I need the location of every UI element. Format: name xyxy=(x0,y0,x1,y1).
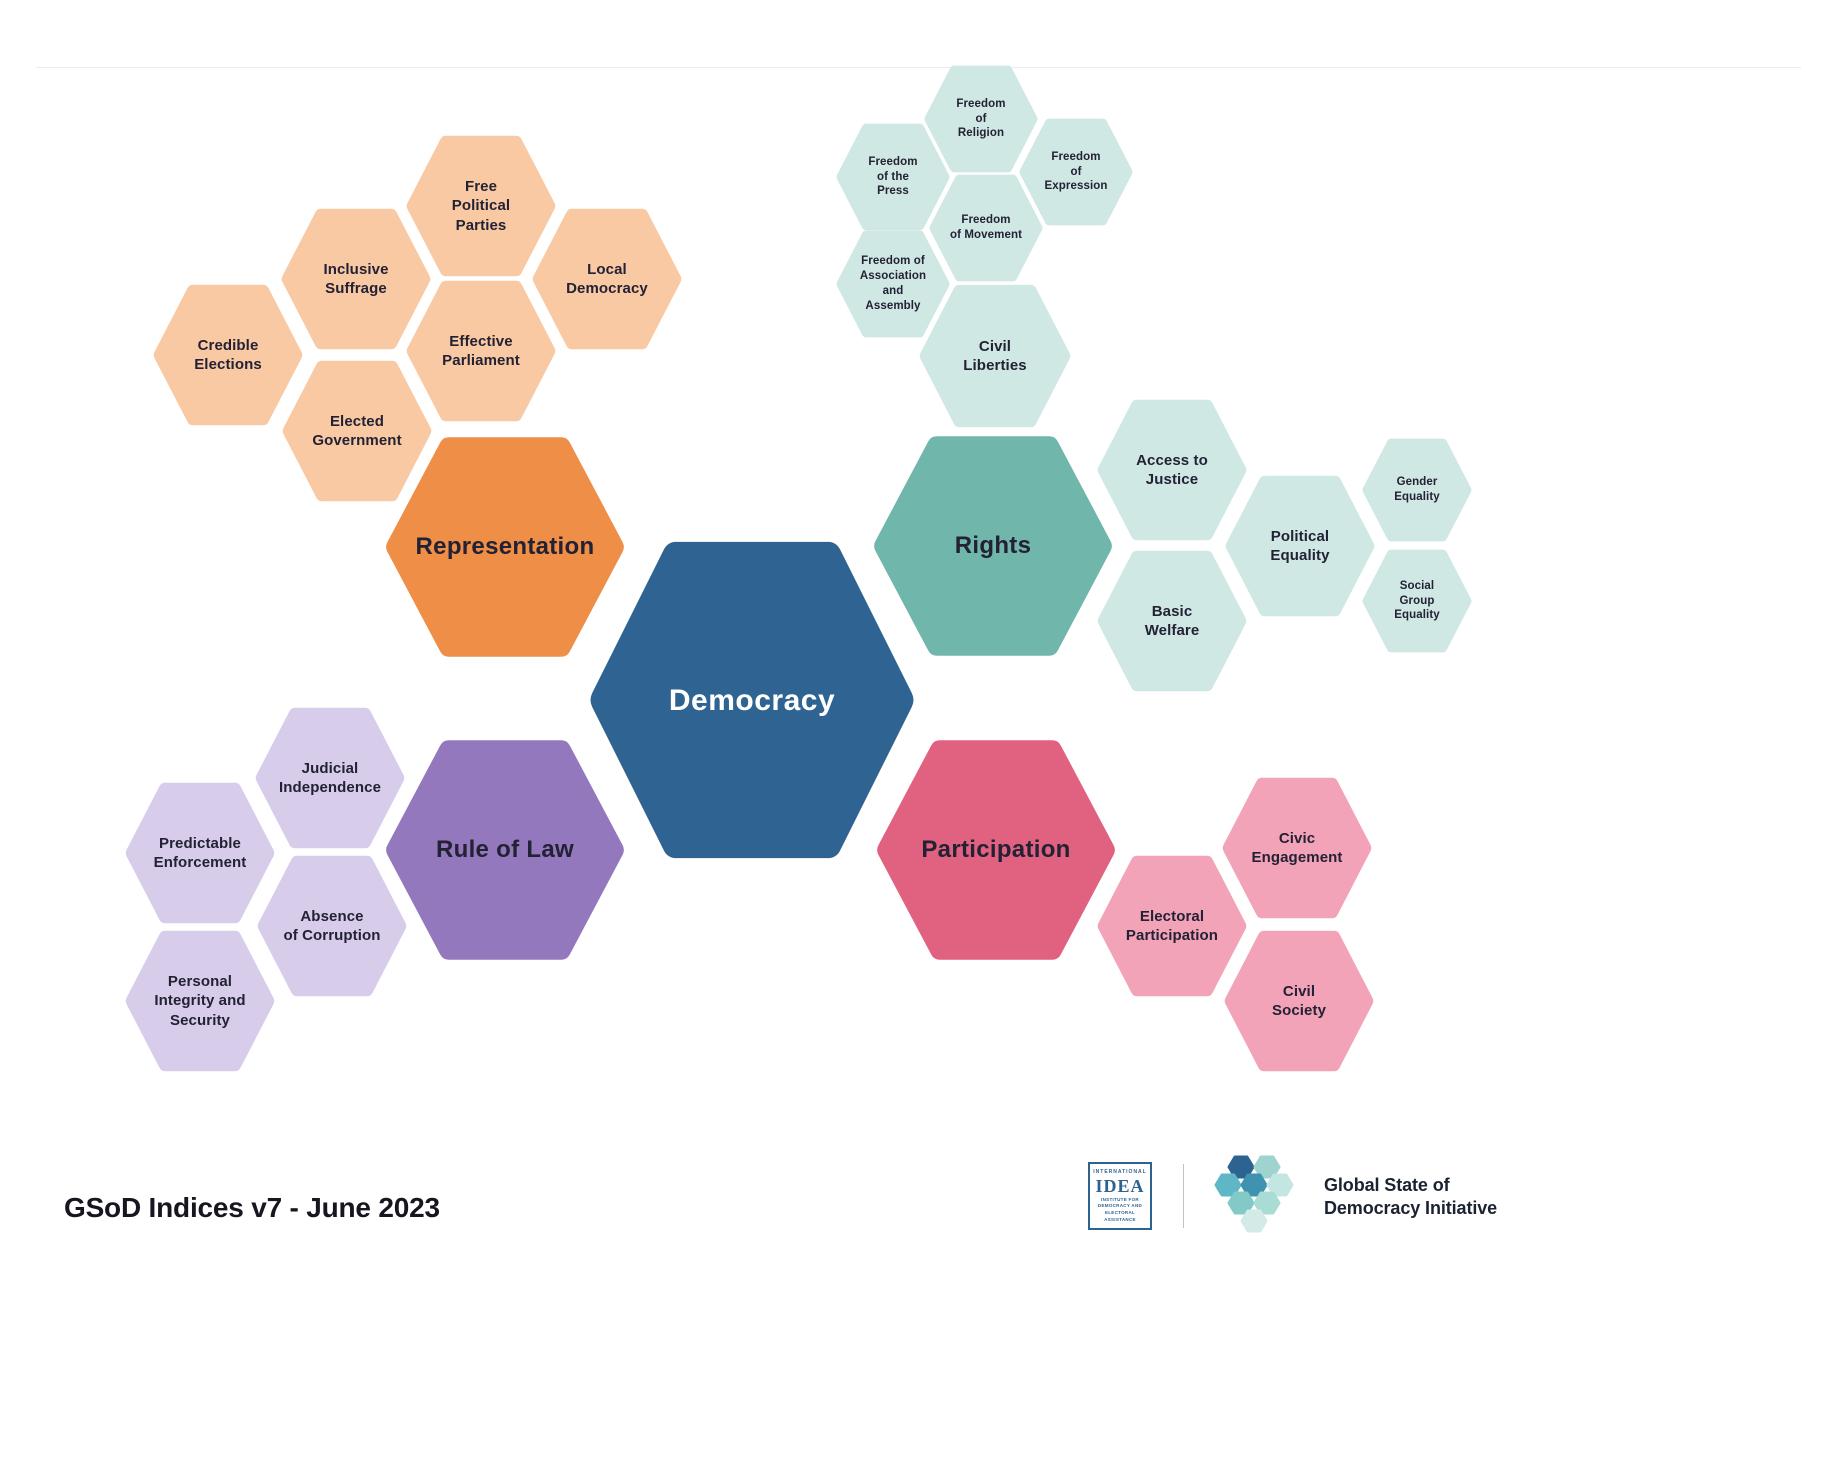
hex-credible-elections-label: Credible Elections xyxy=(194,336,262,374)
hex-freedom-of-religion: Freedom of Religion xyxy=(924,65,1038,173)
hex-rule-of-law: Rule of Law xyxy=(385,739,625,961)
idea-logo-top-text: INTERNATIONAL xyxy=(1093,1168,1147,1175)
hex-electoral-participation: Electoral Participation xyxy=(1097,855,1247,997)
hex-freedom-of-movement-label: Freedom of Movement xyxy=(949,214,1023,241)
hex-representation: Representation xyxy=(385,436,625,658)
gsod-logo-text: Global State of Democracy Initiative xyxy=(1324,1175,1498,1218)
hex-local-democracy-label: Local Democracy xyxy=(566,260,648,298)
hex-rights: Rights xyxy=(873,435,1113,657)
hex-elected-government: Elected Government xyxy=(282,360,432,502)
hex-personal-integrity-and-security-label: Personal Integrity and Security xyxy=(154,972,246,1029)
hex-electoral-participation-label: Electoral Participation xyxy=(1125,907,1219,945)
hex-effective-parliament-label: Effective Parliament xyxy=(442,332,520,370)
hex-civil-liberties: Civil Liberties xyxy=(919,284,1071,428)
hex-freedom-of-movement: Freedom of Movement xyxy=(929,174,1043,282)
hex-access-to-justice-label: Access to Justice xyxy=(1136,451,1208,489)
hex-freedom-of-expression-label: Freedom of Expression xyxy=(1044,150,1108,193)
hex-predictable-enforcement-label: Predictable Enforcement xyxy=(153,834,247,872)
hex-freedom-of-expression: Freedom of Expression xyxy=(1019,118,1133,226)
gsod-hexagon-logo-icon xyxy=(1214,1155,1294,1233)
hex-basic-welfare-label: Basic Welfare xyxy=(1144,602,1200,640)
idea-logo-sub-text: INSTITUTE FOR DEMOCRACY AND ELECTORAL AS… xyxy=(1097,1196,1143,1222)
hex-rights-label: Rights xyxy=(954,532,1032,560)
hex-civic-engagement-label: Civic Engagement xyxy=(1251,829,1343,867)
hex-effective-parliament: Effective Parliament xyxy=(406,280,556,422)
hex-civil-society-label: Civil Society xyxy=(1271,982,1327,1020)
hex-representation-label: Representation xyxy=(415,533,595,561)
hex-absence-of-corruption: Absence of Corruption xyxy=(257,855,407,997)
hex-gender-equality-label: Gender Equality xyxy=(1394,476,1440,503)
hex-civic-engagement: Civic Engagement xyxy=(1222,777,1372,919)
footer-caption: GSoD Indices v7 - June 2023 xyxy=(64,1192,440,1223)
hex-personal-integrity-and-security: Personal Integrity and Security xyxy=(125,930,275,1072)
logo-divider xyxy=(1183,1164,1184,1228)
hex-civil-liberties-label: Civil Liberties xyxy=(963,337,1027,375)
top-divider xyxy=(36,67,1801,68)
hex-social-group-equality: Social Group Equality xyxy=(1362,549,1472,653)
hex-freedom-of-religion-label: Freedom of Religion xyxy=(956,97,1006,140)
idea-logo-name: IDEA xyxy=(1095,1175,1145,1196)
hex-inclusive-suffrage: Inclusive Suffrage xyxy=(281,208,431,350)
hex-democracy-label: Democracy xyxy=(668,683,836,717)
hex-inclusive-suffrage-label: Inclusive Suffrage xyxy=(323,260,389,298)
hex-freedom-of-the-press: Freedom of the Press xyxy=(836,123,950,231)
hex-rule-of-law-label: Rule of Law xyxy=(436,836,574,864)
hex-freedom-of-association-and-assembly: Freedom of Association and Assembly xyxy=(836,230,950,338)
hex-civil-society: Civil Society xyxy=(1224,930,1374,1072)
hex-democracy: Democracy xyxy=(589,540,915,860)
hex-basic-welfare: Basic Welfare xyxy=(1097,550,1247,692)
hex-political-equality-label: Political Equality xyxy=(1270,527,1330,565)
hex-freedom-of-association-and-assembly-label: Freedom of Association and Assembly xyxy=(859,255,927,312)
hex-participation-label: Participation xyxy=(921,836,1071,864)
hex-predictable-enforcement: Predictable Enforcement xyxy=(125,782,275,924)
hex-absence-of-corruption-label: Absence of Corruption xyxy=(283,907,381,945)
hex-credible-elections: Credible Elections xyxy=(153,284,303,426)
hex-participation: Participation xyxy=(876,739,1116,961)
hex-elected-government-label: Elected Government xyxy=(312,412,402,450)
hex-free-political-parties: Free Political Parties xyxy=(406,135,556,277)
hex-social-group-equality-label: Social Group Equality xyxy=(1394,579,1440,622)
hex-political-equality: Political Equality xyxy=(1225,475,1375,617)
hex-local-democracy: Local Democracy xyxy=(532,208,682,350)
hex-gender-equality: Gender Equality xyxy=(1362,438,1472,542)
hex-judicial-independence-label: Judicial Independence xyxy=(278,759,382,797)
idea-logo: INTERNATIONAL IDEA INSTITUTE FOR DEMOCRA… xyxy=(1088,1162,1152,1230)
hex-access-to-justice: Access to Justice xyxy=(1097,399,1247,541)
hex-freedom-of-the-press-label: Freedom of the Press xyxy=(868,155,918,198)
hex-free-political-parties-label: Free Political Parties xyxy=(451,177,511,234)
hex-judicial-independence: Judicial Independence xyxy=(255,707,405,849)
